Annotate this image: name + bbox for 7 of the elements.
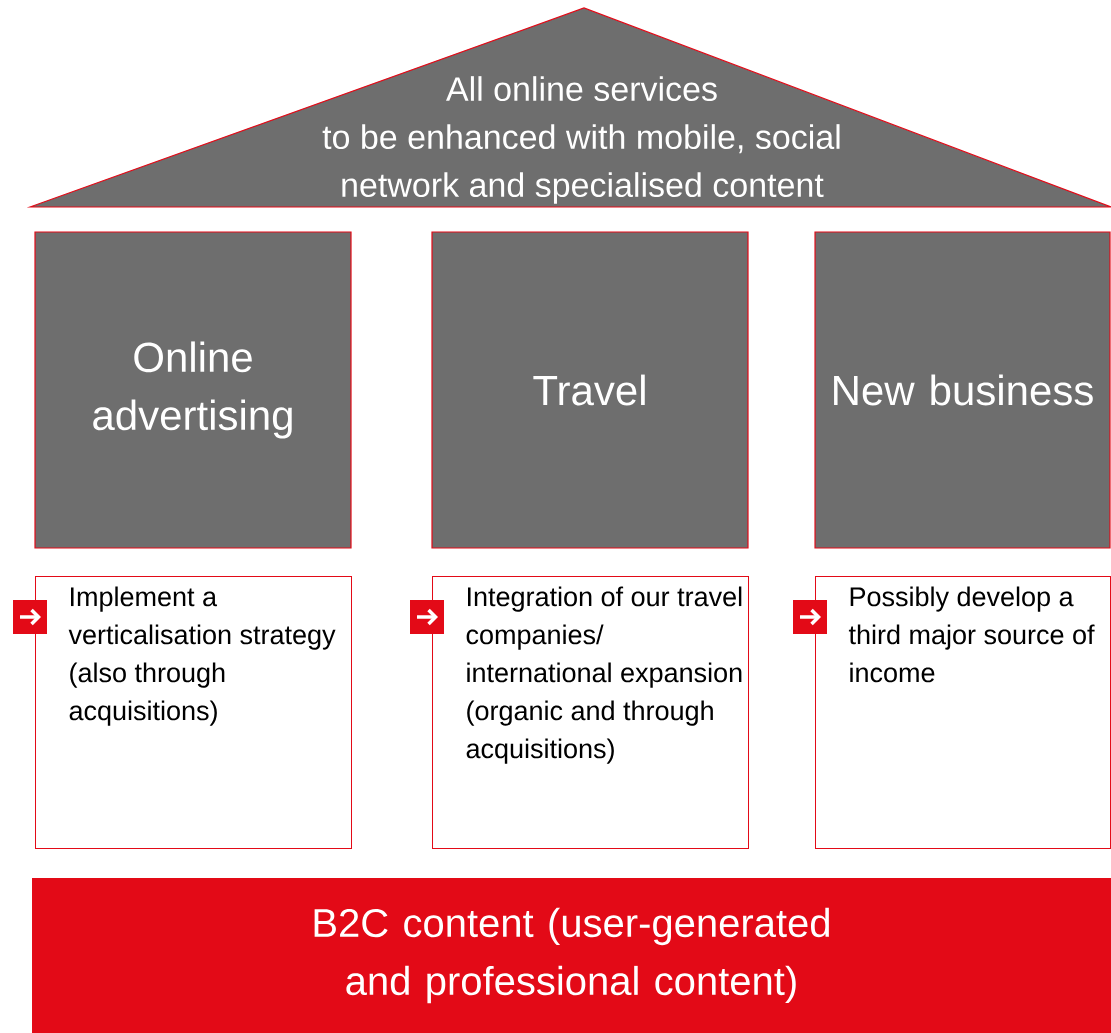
pillar-box: Travel <box>431 231 749 549</box>
text-box: Integration of our travel companies/ international expansion (organic and through acquisitions) <box>432 576 749 849</box>
text-box: Implement a verticalisation strategy (also through acquisitions) <box>35 576 352 849</box>
pillar-box: New business <box>814 231 1111 549</box>
text-box: Possibly develop a third major source of income <box>815 576 1111 849</box>
pillar-box: Online advertising <box>34 231 352 549</box>
base-band: B2C content (user-generated and professional content) <box>32 878 1111 1033</box>
